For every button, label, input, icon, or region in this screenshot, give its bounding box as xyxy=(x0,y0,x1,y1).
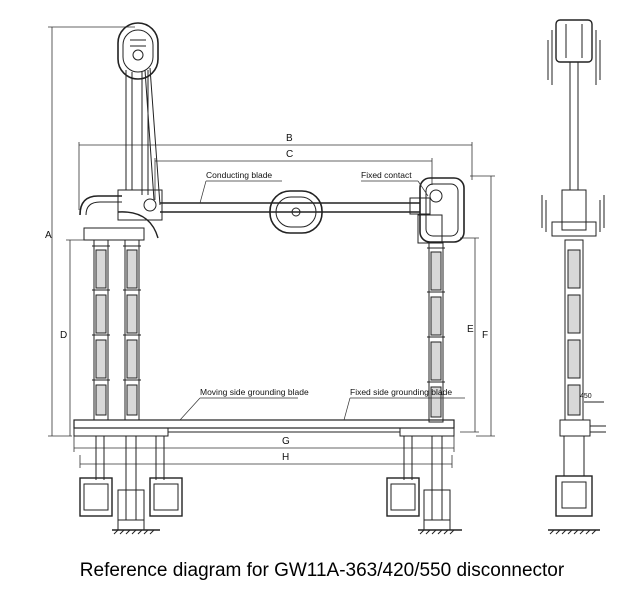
base-frame xyxy=(73,419,455,520)
dimension-label-b: B xyxy=(286,133,293,144)
operating-mechanism-boxes xyxy=(79,477,451,521)
dimension-lines xyxy=(48,26,495,468)
moving-side-head xyxy=(79,189,163,241)
fixed-contact-head xyxy=(417,177,465,244)
dimension-label-c: C xyxy=(286,149,293,160)
label-fixed-contact: Fixed contact xyxy=(361,170,412,180)
dimension-label-a: A xyxy=(45,230,52,241)
dimension-label-f: F xyxy=(482,330,488,341)
dimension-label-d: D xyxy=(60,330,67,341)
insulator-column-left-2 xyxy=(123,239,141,421)
dimension-label-h: H xyxy=(282,452,289,463)
side-view xyxy=(541,19,606,535)
foundations xyxy=(112,519,462,535)
figure-caption: Reference diagram for GW11A-363/420/550 … xyxy=(79,560,565,581)
dimension-label-e: E xyxy=(467,324,474,335)
label-fixed-grounding: Fixed side grounding blade xyxy=(350,387,452,397)
insulator-column-left-1 xyxy=(92,239,110,421)
moving-side-upper-arm xyxy=(117,22,161,206)
insulator-column-right xyxy=(427,241,445,423)
label-moving-grounding: Moving side grounding blade xyxy=(200,387,309,397)
conducting-blade xyxy=(160,190,431,234)
label-conducting-blade: Conducting blade xyxy=(206,170,272,180)
label-leaders xyxy=(179,180,465,421)
dimension-label-side: 450 xyxy=(580,393,592,400)
dimension-label-g: G xyxy=(282,436,290,447)
